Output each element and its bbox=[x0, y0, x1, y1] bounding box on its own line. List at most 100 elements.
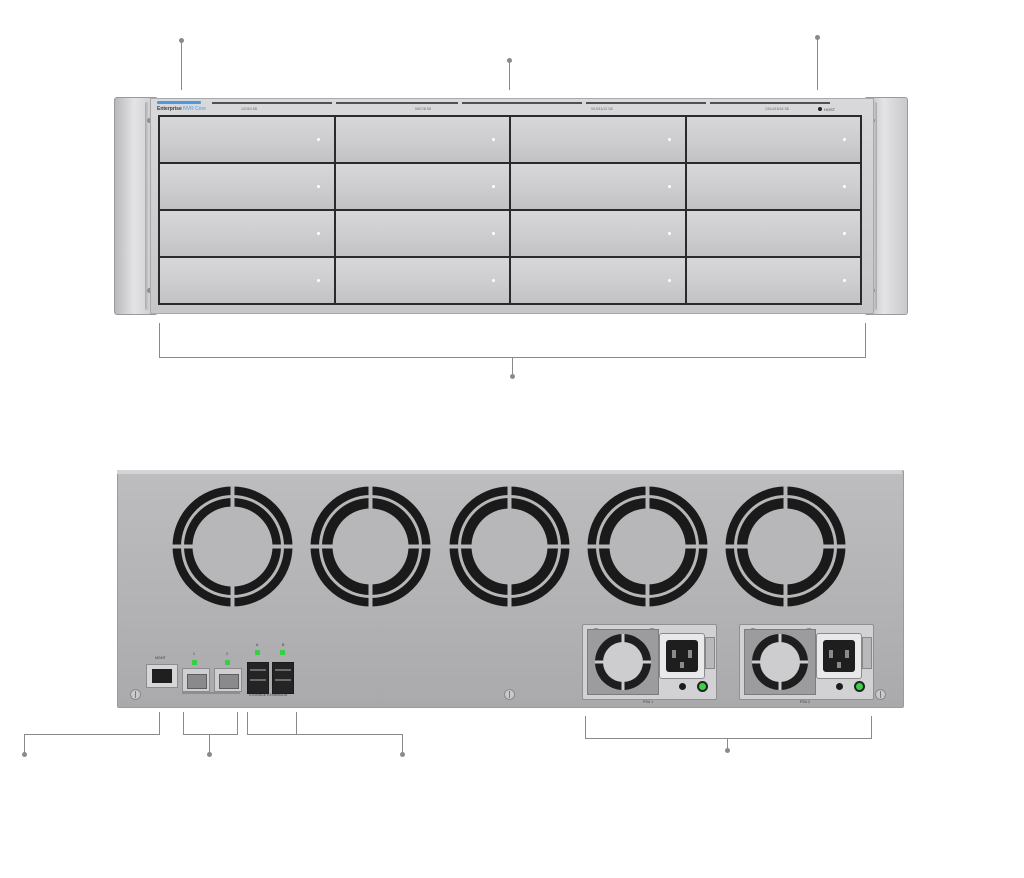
drive-bay[interactable] bbox=[511, 117, 685, 162]
column-label-4: 13/14/15/16 S8 bbox=[765, 107, 789, 111]
drive-bay[interactable] bbox=[335, 117, 509, 162]
drive-bay[interactable] bbox=[335, 211, 509, 256]
drive-led bbox=[667, 278, 671, 282]
fan-icon bbox=[725, 486, 846, 607]
drive-led bbox=[316, 137, 320, 141]
drive-bay[interactable] bbox=[160, 258, 334, 303]
rear-top-edge bbox=[117, 470, 902, 474]
drive-bay[interactable] bbox=[335, 258, 509, 303]
column-label-3: 9/10/11/12 S8 bbox=[591, 107, 613, 111]
psu-2-status-led bbox=[854, 681, 865, 692]
sfp-port-legend bbox=[182, 692, 240, 694]
drive-bay[interactable] bbox=[511, 211, 685, 256]
drive-bay[interactable] bbox=[686, 117, 860, 162]
column-label-1: 1/2/3/4 S8 bbox=[241, 107, 257, 111]
bracket-psu-left bbox=[585, 716, 586, 738]
sfp-port-2-label: 2 bbox=[226, 652, 228, 656]
storage-expansion-port-a[interactable] bbox=[247, 662, 269, 694]
callout-mgmt-vertical bbox=[159, 712, 160, 734]
sfp-1-link-led bbox=[192, 660, 197, 665]
bracket-psu-right bbox=[871, 716, 872, 738]
drive-led bbox=[667, 231, 671, 235]
sfp-port-1-label: 1 bbox=[193, 652, 195, 656]
power-inlet-icon[interactable] bbox=[816, 633, 862, 679]
host-status-label: HOST bbox=[824, 107, 836, 112]
drive-led bbox=[492, 231, 495, 235]
storage-port-a-label: A bbox=[256, 643, 259, 647]
fan-icon bbox=[449, 486, 570, 607]
drive-led bbox=[843, 231, 846, 235]
brand-accent-bar bbox=[157, 101, 201, 104]
bracket-drives-left bbox=[159, 323, 160, 357]
drive-led bbox=[667, 184, 671, 188]
bracket-storage-base bbox=[247, 734, 403, 735]
psu-latch[interactable] bbox=[862, 637, 872, 669]
drive-bay[interactable] bbox=[686, 258, 860, 303]
callout-dot-psu bbox=[725, 748, 730, 753]
callout-line-brand bbox=[181, 40, 182, 90]
mgmt-port-label: MGMT bbox=[155, 656, 166, 660]
drive-led bbox=[316, 278, 320, 282]
sfp-port-2[interactable] bbox=[214, 668, 242, 692]
bracket-sfp-stem bbox=[209, 734, 210, 753]
psu-lock-icon bbox=[679, 683, 686, 690]
brand-label: Enterprise NVR Core bbox=[157, 106, 206, 112]
callout-mgmt-horizontal bbox=[24, 734, 160, 735]
drive-led bbox=[843, 184, 846, 188]
drive-led bbox=[316, 231, 320, 235]
rear-screw-icon bbox=[130, 689, 141, 700]
sfp-2-link-led bbox=[225, 660, 230, 665]
drive-bay[interactable] bbox=[511, 164, 685, 209]
callout-line-status bbox=[817, 37, 818, 90]
power-supply-2[interactable] bbox=[739, 624, 874, 700]
power-inlet-icon[interactable] bbox=[659, 633, 705, 679]
drive-led bbox=[492, 278, 495, 282]
brand-prefix: Enterprise bbox=[157, 106, 182, 112]
fan-icon bbox=[587, 486, 708, 607]
bracket-psu-stem bbox=[727, 738, 728, 749]
bracket-storage-drop bbox=[402, 734, 403, 753]
rear-screw-icon bbox=[504, 689, 515, 700]
storage-port-b-label: B bbox=[282, 643, 285, 647]
bracket-drives-stem bbox=[512, 357, 513, 374]
column-divider-3 bbox=[462, 102, 582, 104]
column-divider-1 bbox=[212, 102, 332, 104]
drive-bay[interactable] bbox=[686, 164, 860, 209]
drive-led bbox=[843, 137, 846, 141]
drive-bay[interactable] bbox=[686, 211, 860, 256]
psu-fan-icon bbox=[587, 629, 659, 695]
drive-bay[interactable] bbox=[335, 164, 509, 209]
psu-latch[interactable] bbox=[705, 637, 715, 669]
drive-led bbox=[843, 278, 846, 282]
sfp-port-1[interactable] bbox=[182, 668, 210, 692]
psu-fan-icon bbox=[744, 629, 816, 695]
storage-b-led bbox=[280, 650, 285, 655]
column-divider-2 bbox=[336, 102, 458, 104]
psu-lock-icon bbox=[836, 683, 843, 690]
psu-1-label: PSU 1 bbox=[643, 700, 654, 704]
mgmt-ethernet-port[interactable] bbox=[146, 664, 178, 688]
rear-screw-icon bbox=[875, 689, 886, 700]
drive-bay[interactable] bbox=[160, 211, 334, 256]
bracket-sfp-right bbox=[237, 712, 238, 734]
bracket-storage-left bbox=[247, 712, 248, 734]
callout-line-top-center bbox=[509, 60, 510, 90]
drive-bay[interactable] bbox=[160, 164, 334, 209]
bracket-storage-mid bbox=[296, 712, 297, 734]
callout-dot-sfp bbox=[207, 752, 212, 757]
callout-dot-mgmt bbox=[22, 752, 27, 757]
drive-led bbox=[492, 137, 495, 141]
drive-bay[interactable] bbox=[160, 117, 334, 162]
bracket-drives-right bbox=[865, 323, 866, 357]
fan-icon bbox=[310, 486, 431, 607]
brand-model: NVR Core bbox=[183, 106, 206, 112]
column-divider-5 bbox=[710, 102, 830, 104]
psu-2-label: PSU 2 bbox=[800, 700, 811, 704]
drive-led bbox=[316, 184, 320, 188]
drive-led bbox=[492, 184, 495, 188]
power-supply-1[interactable] bbox=[582, 624, 717, 700]
column-divider-4 bbox=[586, 102, 706, 104]
storage-expansion-port-b[interactable] bbox=[272, 662, 294, 694]
drive-bay[interactable] bbox=[511, 258, 685, 303]
fan-icon bbox=[172, 486, 293, 607]
